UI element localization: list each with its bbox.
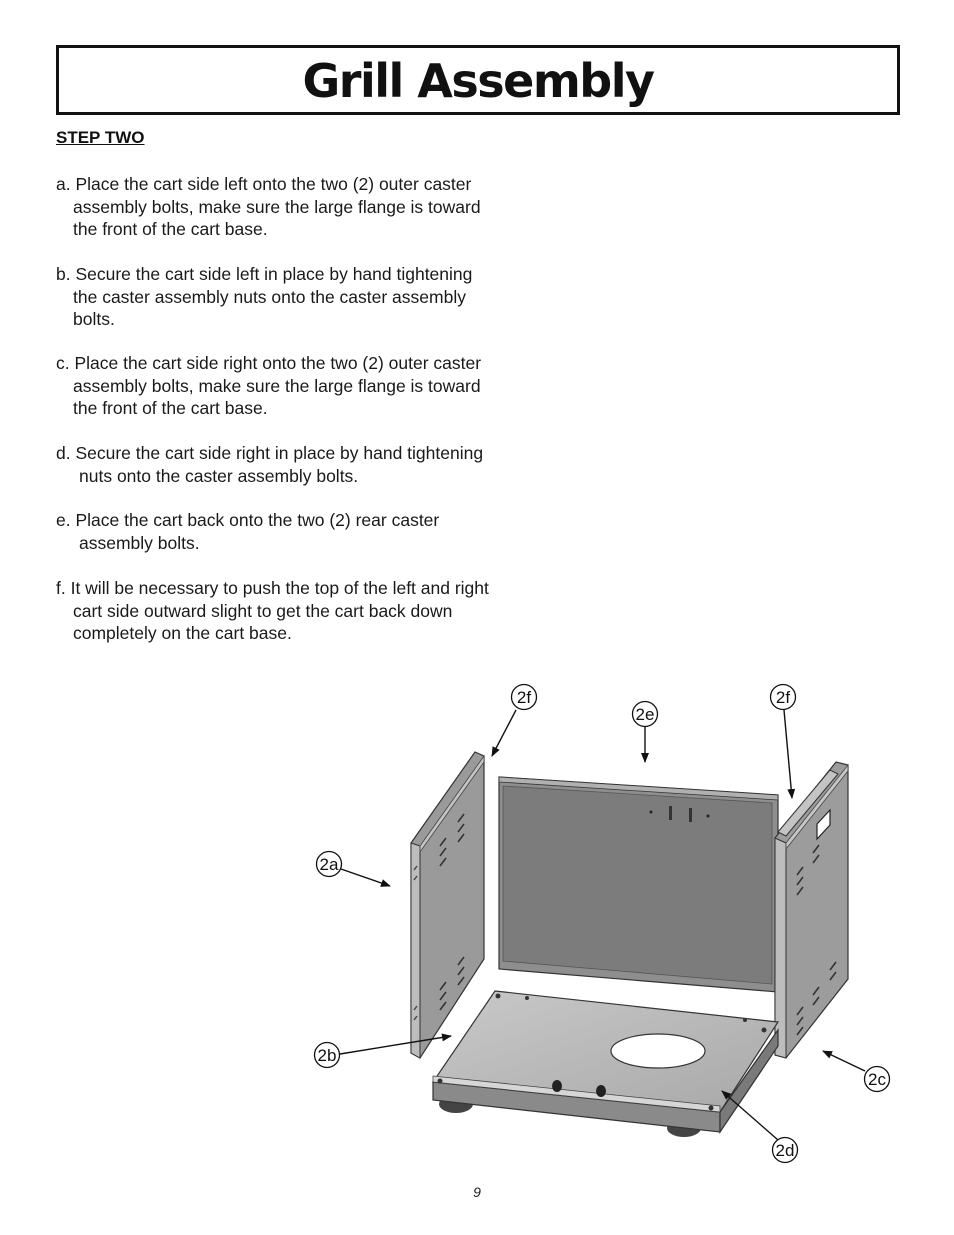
step-line: assembly bolts.: [79, 532, 200, 553]
step-line: f. It will be necessary to push the top …: [56, 578, 489, 598]
step-line: e. Place the cart back onto the two (2) …: [56, 510, 440, 530]
step-item-e: e. Place the cart back onto the two (2) …: [56, 509, 526, 554]
callout-2d: 2d: [771, 1136, 799, 1164]
step-line: bolts.: [73, 309, 115, 329]
callout-2e: 2e: [631, 700, 659, 728]
cart-back-panel: [498, 776, 779, 993]
title-box: Grill Assembly: [56, 45, 900, 115]
callout-2a: 2a: [315, 850, 343, 878]
step-heading: STEP TWO: [56, 128, 145, 147]
callout-label: 2f: [517, 688, 531, 707]
step-line: assembly bolts, make sure the large flan…: [73, 375, 481, 396]
page-title: Grill Assembly: [302, 54, 655, 108]
step-item-a: a. Place the cart side left onto the two…: [56, 173, 526, 241]
cart-base: [431, 990, 780, 1137]
callout-label: 2e: [636, 705, 655, 724]
callout-2f-right: 2f: [769, 683, 797, 711]
page-number: 9: [473, 1184, 481, 1200]
step-line: a. Place the cart side left onto the two…: [56, 174, 472, 194]
callout-2c: 2c: [863, 1065, 891, 1093]
cart-side-right-panel: [774, 761, 849, 1059]
callout-arrows: [339, 709, 866, 1141]
step-item-b: b. Secure the cart side left in place by…: [56, 263, 526, 331]
callout-2f-left: 2f: [510, 683, 538, 711]
step-line: b. Secure the cart side left in place by…: [56, 264, 473, 284]
step-line: the caster assembly nuts onto the caster…: [73, 286, 466, 307]
step-item-d: d. Secure the cart side right in place b…: [56, 442, 526, 487]
step-line: assembly bolts, make sure the large flan…: [73, 196, 481, 217]
step-line: the front of the cart base.: [73, 398, 268, 418]
step-item-f: f. It will be necessary to push the top …: [56, 577, 526, 645]
callout-2b: 2b: [313, 1041, 341, 1069]
callout-label: 2b: [318, 1046, 337, 1065]
step-line: d. Secure the cart side right in place b…: [56, 443, 484, 463]
step-line: cart side outward slight to get the cart…: [73, 600, 453, 621]
cart-side-left-panel: [410, 751, 485, 1059]
step-line: c. Place the cart side right onto the tw…: [56, 353, 482, 373]
callout-label: 2d: [776, 1141, 795, 1160]
step-line: completely on the cart base.: [73, 623, 292, 643]
step-item-c: c. Place the cart side right onto the tw…: [56, 352, 526, 420]
callout-label: 2f: [776, 688, 790, 707]
callout-label: 2c: [868, 1070, 886, 1089]
callout-label: 2a: [320, 855, 339, 874]
step-line: nuts onto the caster assembly bolts.: [79, 465, 359, 486]
step-line: the front of the cart base.: [73, 219, 268, 239]
